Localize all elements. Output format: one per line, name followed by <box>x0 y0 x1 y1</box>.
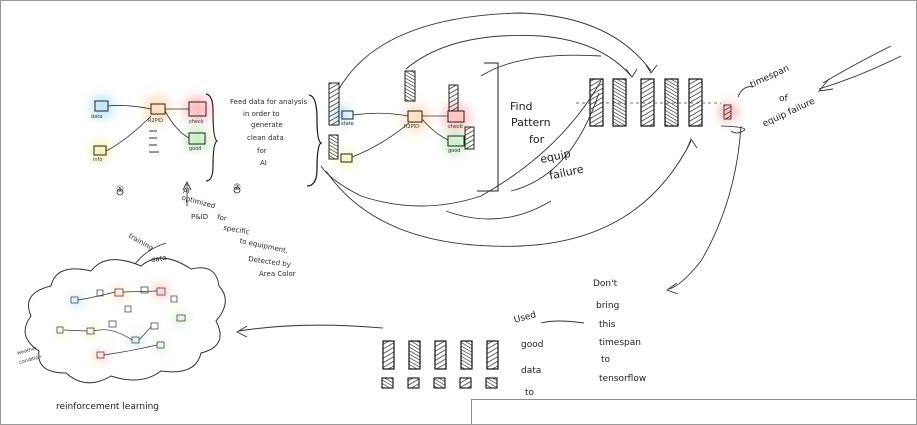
small-label-f: good <box>448 148 461 154</box>
panel-1-number: ① <box>116 185 125 195</box>
dont-line-5: to <box>601 355 611 365</box>
small-label-e: good <box>189 146 202 152</box>
small-label-a: data <box>91 114 103 120</box>
find-line-1: Find <box>510 100 533 113</box>
timespan-line-2: of <box>779 94 788 104</box>
feed-note-line-4: clean data <box>247 134 284 142</box>
feed-note-line-1: Feed data for analysis <box>230 98 308 106</box>
pattern-bars <box>576 78 754 134</box>
feed-note-line-3: generate <box>251 121 283 129</box>
ai-line-8: Area Color <box>259 270 296 278</box>
find-line-2: Pattern <box>511 116 551 129</box>
dont-line-3: this <box>599 320 616 330</box>
small-label-g: state <box>341 121 354 127</box>
feed-note-line-6: AI <box>260 159 267 167</box>
dont-line-1: Don't <box>593 279 618 289</box>
panel-2-diagram <box>328 62 499 192</box>
dont-line-6: tensorflow <box>599 374 647 384</box>
grouping-bracket <box>306 94 323 187</box>
small-label-d: check <box>448 124 463 130</box>
reinforcement-learning-label: reinforcement learning <box>56 402 160 412</box>
feed-note-line-2: in order to <box>243 110 280 118</box>
dont-line-2: bring <box>596 301 620 311</box>
ai-line-4: for <box>216 213 228 223</box>
good-data-bars <box>381 340 499 389</box>
ai-line-1: AI <box>183 187 190 195</box>
used-line-4: to <box>525 388 535 398</box>
panel-2-number: ② <box>233 183 242 193</box>
used-line-2: good <box>521 340 544 350</box>
overlay-panel-corner <box>471 399 916 424</box>
small-label-c: check <box>189 119 204 125</box>
feed-note-line-5: for <box>257 147 267 155</box>
connector-arrows <box>320 12 902 295</box>
rcpid-label-a: R2PID <box>148 118 163 124</box>
ai-line-3: P&ID <box>191 213 209 221</box>
rcpid-label-b: R2PID <box>404 124 419 130</box>
find-line-3: for <box>529 133 545 146</box>
used-line-3: data <box>521 366 542 376</box>
small-label-b: info <box>93 157 103 163</box>
reinforcement-cloud <box>24 257 226 384</box>
dont-line-4: timespan <box>599 338 641 348</box>
panel-1-diagram <box>89 93 241 196</box>
